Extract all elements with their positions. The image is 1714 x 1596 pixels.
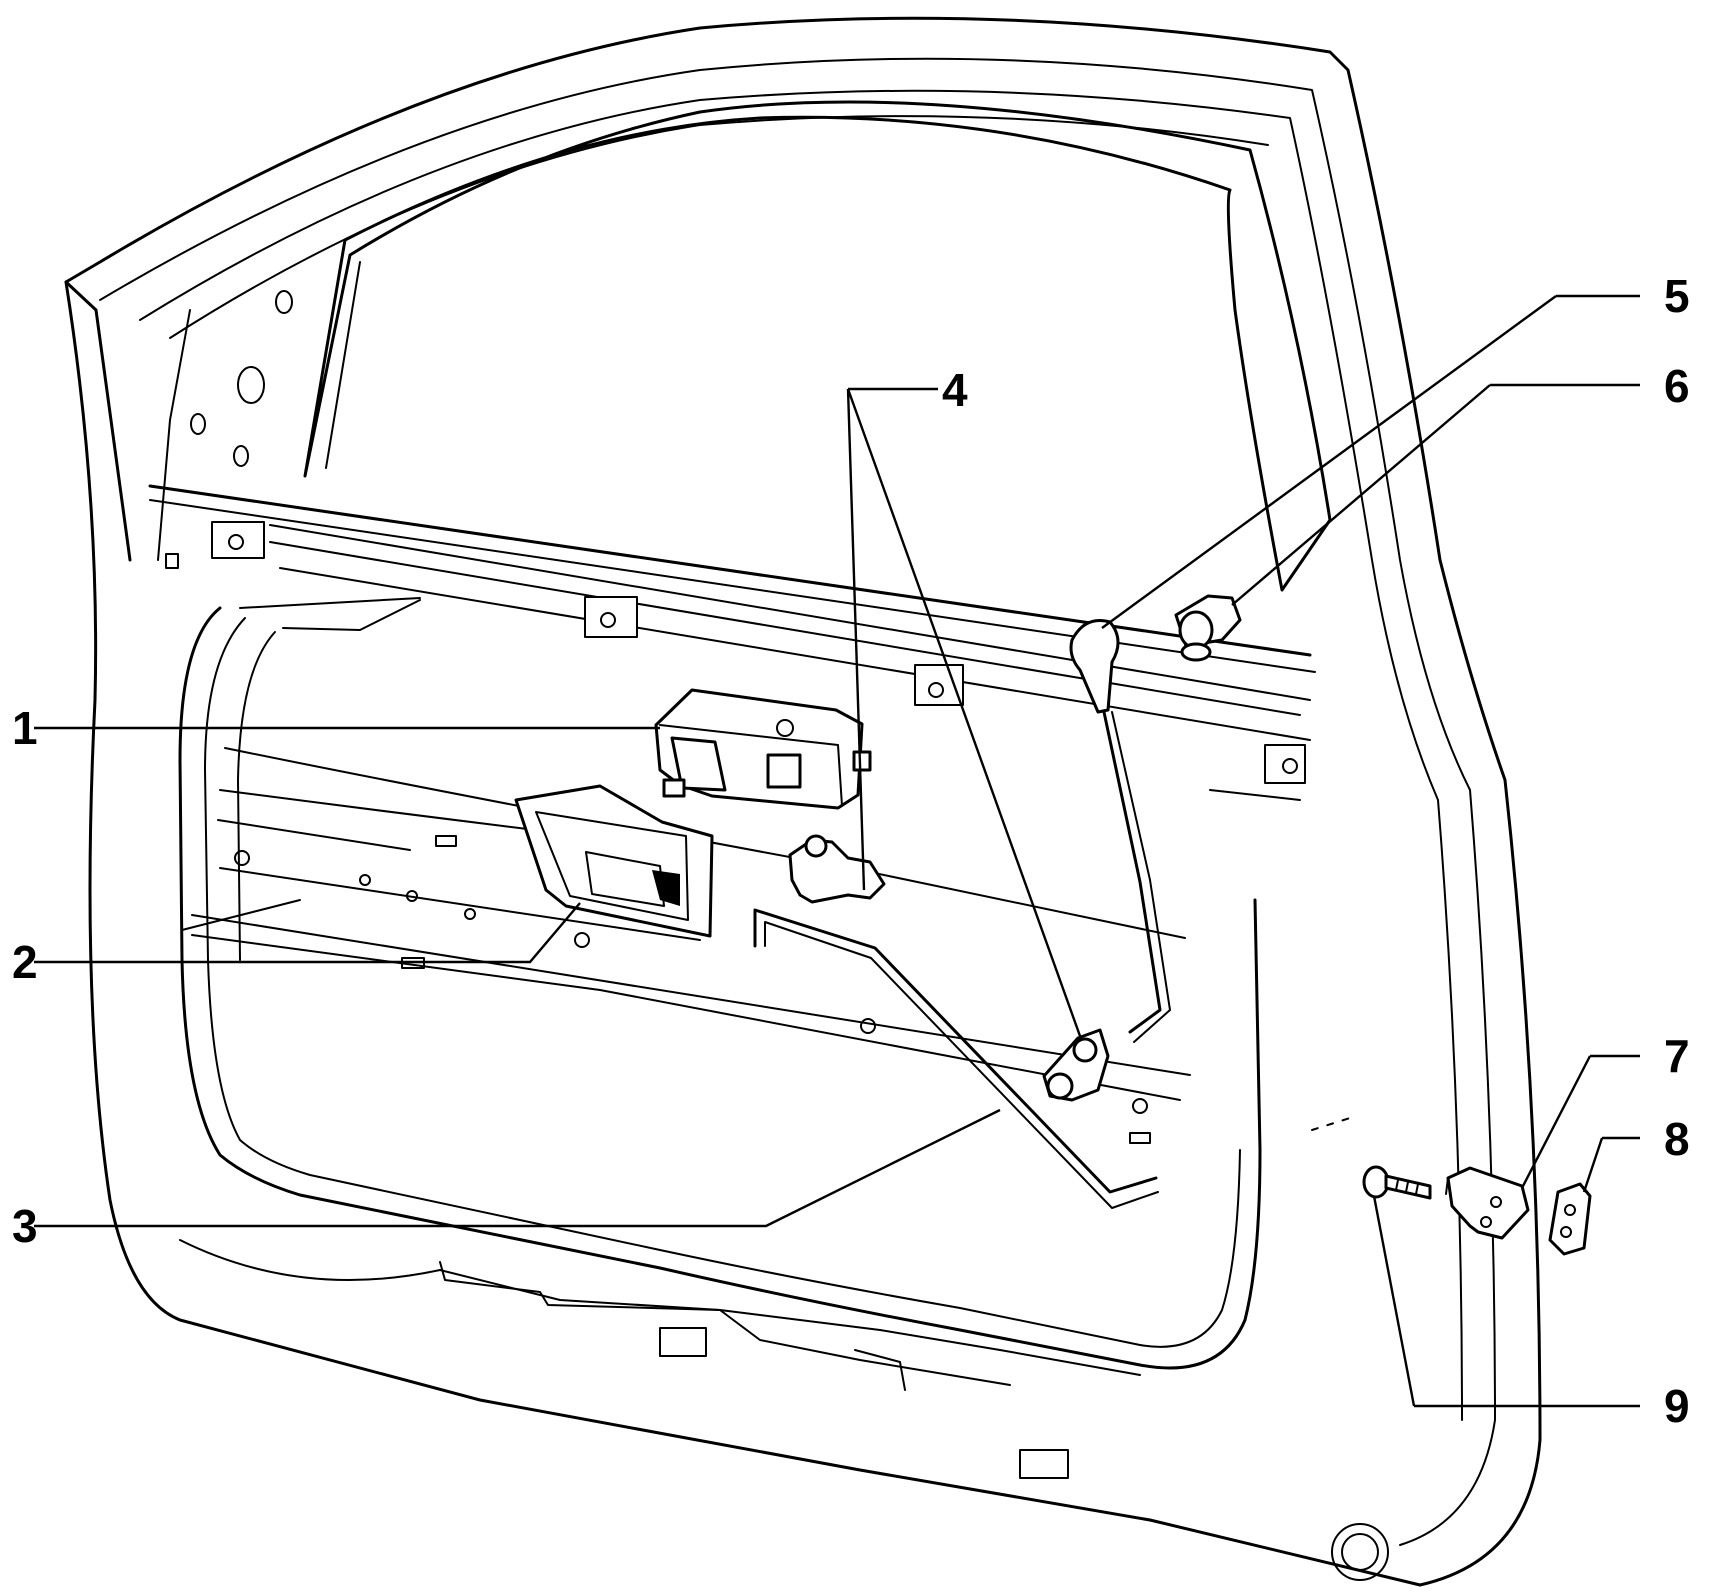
- callout-6: 6: [1664, 360, 1690, 412]
- part-9-screw: [1362, 1165, 1432, 1200]
- callout-3: 3: [12, 1200, 38, 1252]
- part-1-inner-door-handle: [654, 688, 872, 810]
- part-5-lock-knob-rod: [1069, 619, 1171, 1043]
- part-2-handle-bezel: [514, 784, 714, 938]
- callout-labels: 1 2 3 4 5 6 7 8 9: [12, 270, 1690, 1432]
- part-7-check-bracket: [1445, 1166, 1530, 1240]
- part-6-knob-grommet: [1174, 594, 1242, 662]
- callout-5: 5: [1664, 270, 1690, 322]
- part-3-release-rod: [753, 908, 1159, 1209]
- part-4-rod-clip-upper: [788, 834, 886, 904]
- callout-1: 1: [12, 702, 38, 754]
- door-shell: [64, 16, 1542, 1587]
- leader-lines: [34, 294, 1640, 1408]
- callout-8: 8: [1664, 1113, 1690, 1165]
- part-8-backing-plate: [1548, 1182, 1592, 1256]
- callout-4: 4: [942, 364, 968, 416]
- callout-7: 7: [1664, 1030, 1690, 1082]
- callout-9: 9: [1664, 1380, 1690, 1432]
- part-4-rod-clip-lower: [1042, 1028, 1110, 1102]
- callout-2: 2: [12, 936, 38, 988]
